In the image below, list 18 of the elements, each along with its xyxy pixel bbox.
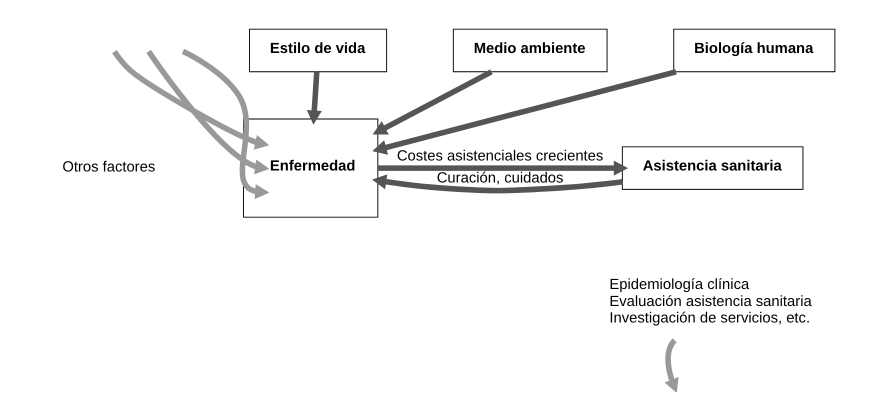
node-box: Estilo de vida xyxy=(249,28,388,72)
arrow xyxy=(182,48,270,200)
node-box: Asistencia sanitaria xyxy=(622,146,804,190)
arrow xyxy=(372,174,623,194)
arrow xyxy=(306,72,322,125)
node-text: Epidemiología clínica Evaluación asistencia sanitaria Investigación de servicios, etc. xyxy=(609,277,812,327)
node-box: Medio ambiente xyxy=(452,28,608,72)
node-box: Biología humana xyxy=(673,28,836,72)
edge-label: Curación, cuidados xyxy=(436,170,564,187)
arrow xyxy=(664,338,679,392)
arrow xyxy=(372,69,677,155)
arrow xyxy=(372,69,493,135)
edge-label: Costes asistenciales crecientes xyxy=(396,148,604,164)
label: Otros factores xyxy=(62,160,156,176)
node-box: Enfermedad xyxy=(243,118,378,218)
arrow xyxy=(378,160,628,176)
arrow xyxy=(146,50,270,174)
arrow xyxy=(112,50,270,150)
